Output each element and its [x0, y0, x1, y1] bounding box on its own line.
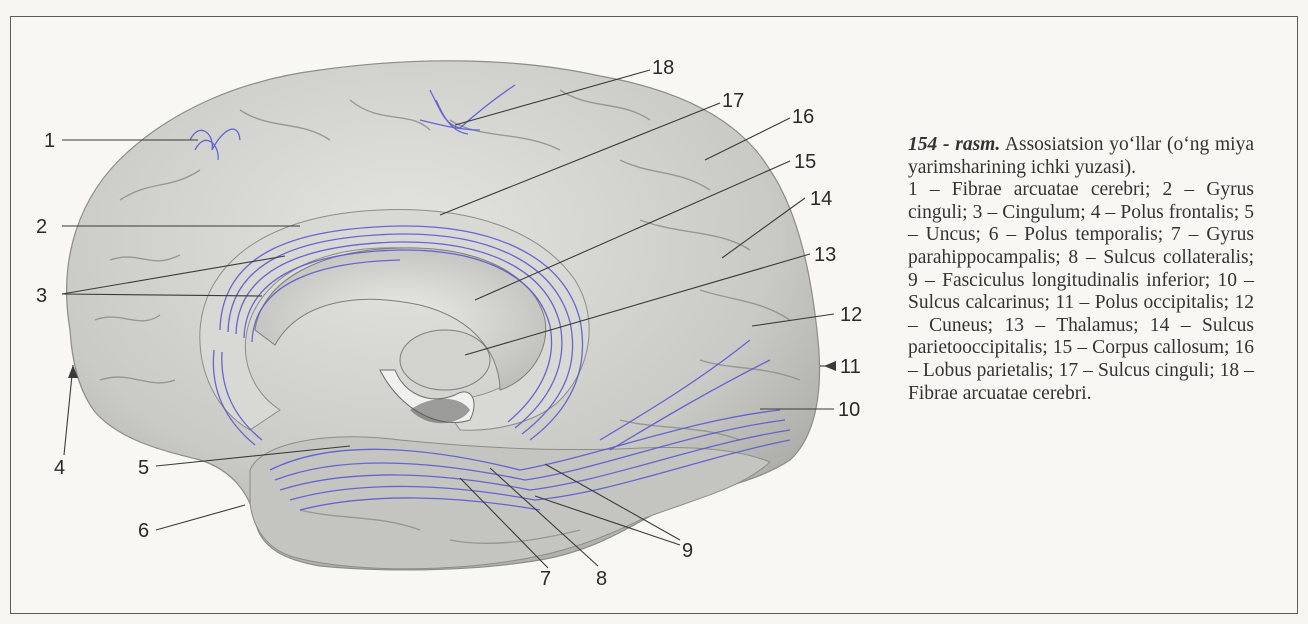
label-17: 17: [722, 90, 744, 112]
label-16: 16: [792, 106, 814, 128]
label-3: 3: [36, 285, 47, 307]
label-4: 4: [54, 457, 65, 479]
label-7: 7: [540, 568, 551, 590]
label-10: 10: [838, 399, 860, 421]
label-11: 11: [840, 356, 861, 378]
label-6: 6: [138, 520, 149, 542]
caption-legend: 1 – Fibrae arcuatae cerebri; 2 – Gyrus c…: [908, 179, 1254, 403]
label-8: 8: [596, 568, 607, 590]
label-13: 13: [814, 244, 836, 266]
label-14: 14: [810, 188, 832, 210]
thalamus: [400, 330, 490, 390]
figure-title-word: rasm.: [955, 134, 1000, 155]
label-15: 15: [794, 151, 816, 173]
label-12: 12: [840, 304, 862, 326]
label-1: 1: [44, 130, 55, 152]
figure-caption: 154 - rasm. Assosiatsion yo‘llar (o‘ng m…: [908, 134, 1254, 405]
label-5: 5: [138, 457, 149, 479]
label-9: 9: [682, 540, 693, 562]
figure-number: 154: [908, 134, 937, 155]
label-18: 18: [652, 57, 674, 79]
label-2: 2: [36, 216, 47, 238]
